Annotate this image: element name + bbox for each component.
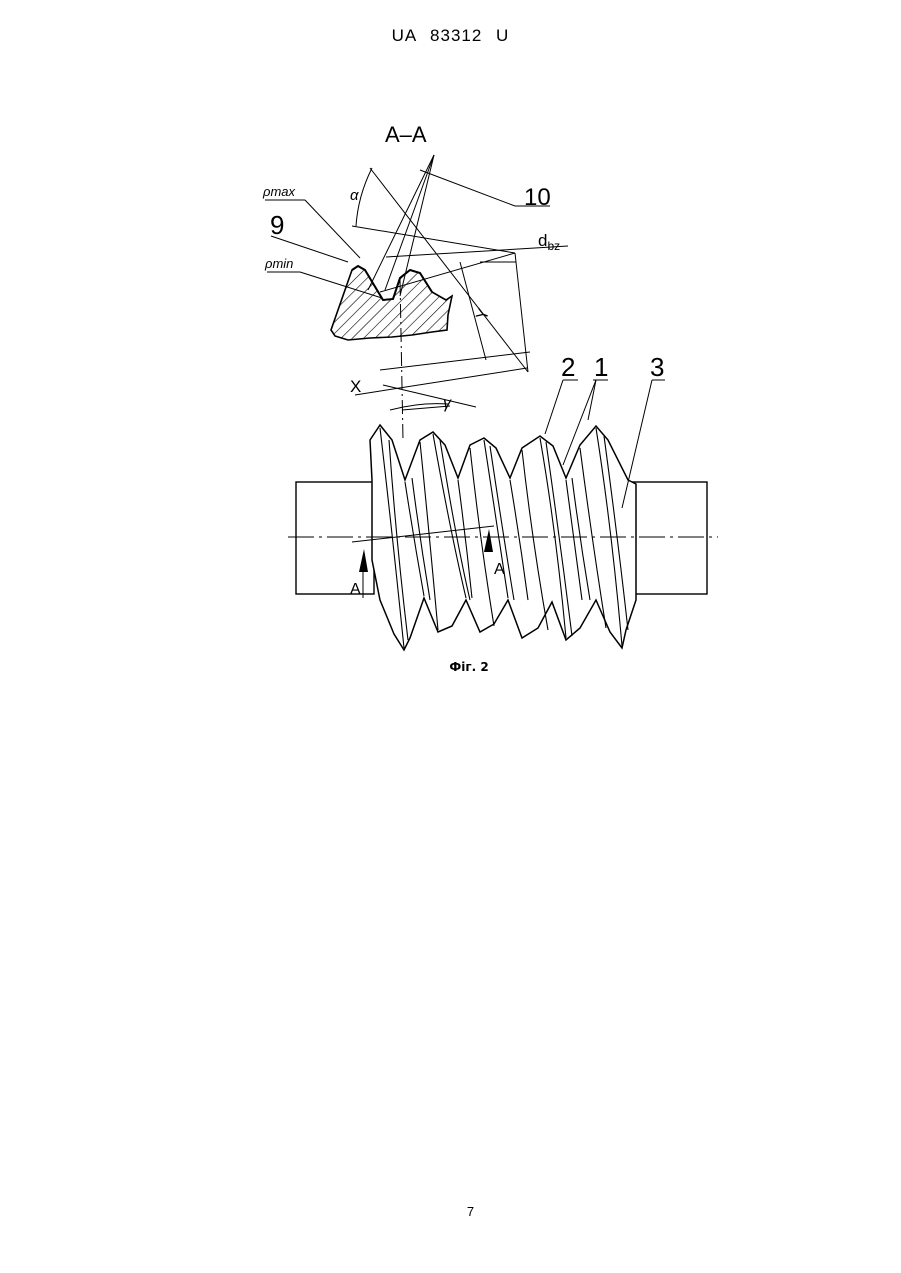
alpha-label: α [350,187,359,204]
callout-2: 2 [561,352,575,382]
figure-caption: Фіг. 2 [0,660,901,674]
worm-gear-drawing: A–A α γ ρmax ρmin 9 dbz 10 [0,0,901,700]
page-number: 7 [0,1204,901,1219]
section-label: A–A [385,122,427,147]
callout-9: 9 [270,210,284,240]
rho-max-label: ρmax [262,184,296,199]
x-label: X [350,377,361,396]
section-mark-left: A [350,581,361,598]
callout-3: 3 [650,352,664,382]
callout-10: 10 [524,184,551,211]
tooth-section-profile [331,266,452,340]
rho-min-label: ρmin [264,256,293,271]
y-label: Y [473,306,493,322]
gamma-label: γ [443,395,452,412]
callout-1: 1 [594,352,608,382]
d-bz-label: dbz [538,231,560,253]
section-mark-right: A [494,561,505,578]
